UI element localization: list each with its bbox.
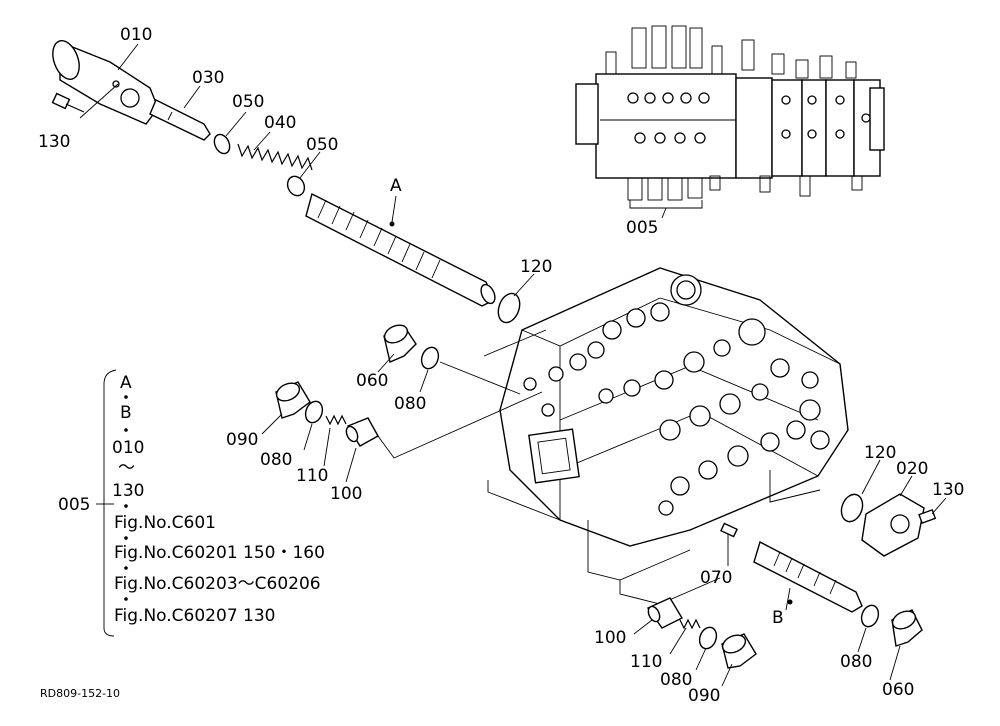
o-ring-080-left-2 [304, 400, 324, 424]
leader-lines-left [377, 361, 543, 459]
reference-legend: 005 A B 010 ～ 130 Fig.No.C601 Fig.No.C60… [58, 369, 325, 637]
label-130-top: 130 [38, 132, 70, 152]
control-valve-assembly-drawing [575, 25, 885, 219]
label-B: B [772, 608, 784, 628]
cover-020 [861, 493, 925, 557]
rod-030 [149, 99, 211, 141]
label-060-left: 060 [356, 371, 388, 391]
part-labels: 010 130 030 050 040 050 A 005 120 060 08… [38, 25, 964, 706]
o-ring-120-b [840, 493, 864, 523]
label-060-right: 060 [882, 680, 914, 700]
legend-ref-2: Fig.No.C60203～C60206 [114, 574, 321, 594]
label-leaders [79, 43, 947, 687]
legend-item-2: 010 [112, 438, 144, 458]
label-050-a: 050 [232, 92, 264, 112]
spring-110-left [325, 414, 347, 426]
plug-060-left [383, 324, 417, 363]
label-090-bottom: 090 [688, 686, 720, 706]
label-020: 020 [896, 459, 928, 479]
label-A: A [390, 176, 402, 196]
label-030: 030 [192, 68, 224, 88]
label-100-left: 100 [330, 484, 362, 504]
legend-item-1: B [120, 403, 132, 423]
piston-100-bottom [646, 597, 683, 629]
bolt-130-top [51, 92, 85, 113]
label-110-left: 110 [296, 466, 328, 486]
piston-100-left [345, 417, 379, 447]
label-110-bottom: 110 [630, 652, 662, 672]
label-040: 040 [264, 113, 296, 133]
plug-090-left [275, 381, 311, 419]
drawing-reference-number: RD809-152-10 [40, 687, 120, 700]
pin-070 [720, 522, 738, 538]
bolt-130-right [918, 508, 937, 524]
label-080-bottom: 080 [660, 670, 692, 690]
o-ring-080-left [420, 346, 440, 370]
label-080-left-2: 080 [260, 450, 292, 470]
label-080-left: 080 [394, 394, 426, 414]
legend-ref-3: Fig.No.C60207 130 [114, 606, 275, 626]
label-070: 070 [700, 568, 732, 588]
legend-item-4: 130 [112, 481, 144, 501]
spool-A [305, 192, 496, 307]
spring-110-bottom [679, 618, 701, 630]
o-ring-080-bottom [698, 626, 718, 650]
legend-ref-1: Fig.No.C60201 150・160 [114, 543, 325, 563]
label-120-b: 120 [864, 443, 896, 463]
washer-050-a [213, 133, 231, 155]
o-ring-080-right [860, 604, 880, 628]
label-005-assembly: 005 [626, 218, 658, 238]
label-010: 010 [120, 25, 152, 45]
label-130-right: 130 [932, 480, 964, 500]
spring-040 [237, 143, 313, 171]
o-ring-120-a [497, 292, 521, 324]
label-050-b: 050 [306, 135, 338, 155]
washer-050-b [286, 175, 306, 197]
solenoid-cover-010 [52, 40, 159, 125]
label-100-bottom: 100 [594, 628, 626, 648]
phantom-outline [483, 329, 821, 605]
plug-090-bottom [721, 633, 757, 669]
legend-code: 005 [58, 495, 90, 515]
label-090-left: 090 [226, 430, 258, 450]
legend-item-3: ～ [118, 458, 135, 478]
plug-060-right [891, 609, 923, 647]
label-120-a: 120 [520, 257, 552, 277]
legend-ref-0: Fig.No.C601 [114, 513, 216, 533]
spool-B [753, 540, 863, 613]
label-080-right: 080 [840, 652, 872, 672]
legend-item-0: A [120, 373, 132, 393]
valve-body [499, 267, 849, 547]
